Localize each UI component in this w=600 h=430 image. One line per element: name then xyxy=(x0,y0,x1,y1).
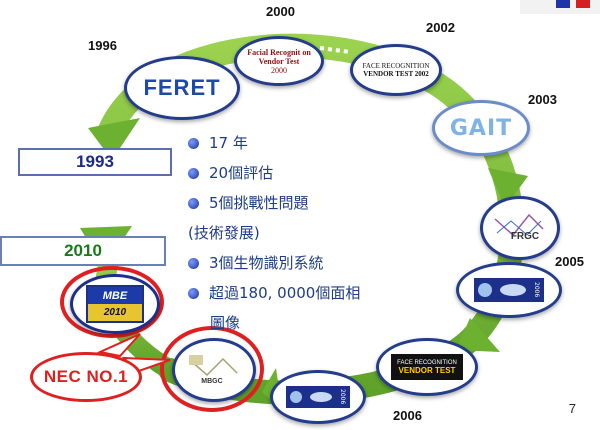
corner-red-block xyxy=(576,0,590,8)
milestone-frgc: FRGC xyxy=(480,196,560,260)
gait-label: GAIT xyxy=(449,115,513,141)
ring-dash xyxy=(319,46,351,54)
bullet-text: 5個挑戰性問題 xyxy=(209,194,309,212)
bullet-icon xyxy=(188,287,199,299)
frvt2006-line2: VENDOR TEST xyxy=(398,365,456,375)
ice2006-banner: 2006 xyxy=(286,386,350,408)
frvt2002-line2: VENDOR TEST 2002 xyxy=(363,70,429,78)
mbe-line1: MBE xyxy=(88,287,142,304)
mbe-badge: MBE 2010 xyxy=(86,285,144,323)
arrowhead-feret xyxy=(88,118,140,160)
frgc-label: FRGC xyxy=(510,230,540,242)
milestone-mbgc: MBGC xyxy=(172,338,256,402)
year-2006: 2006 xyxy=(393,408,422,423)
milestone-ice2006-bottom: 2006 xyxy=(270,370,366,424)
mbgc-graphic xyxy=(189,355,238,377)
year-1996: 1996 xyxy=(88,38,117,53)
mbe-highlight-ring xyxy=(60,266,164,338)
bullet-challenges: 5個挑戰性問題 xyxy=(188,188,418,218)
bullet-years: 17 年 xyxy=(188,128,418,158)
mbgc-highlight-ring xyxy=(160,326,264,412)
frvt2000-line1: Facial Recognit on xyxy=(247,47,311,57)
iris-icon xyxy=(499,284,526,296)
milestone-frvt2000: Facial Recognit on Vendor Test 2000 xyxy=(234,36,324,86)
bullet-text: 20個評估 xyxy=(209,164,274,182)
nec-callout: NEC NO.1 xyxy=(30,352,142,402)
frgc-graphic xyxy=(494,213,544,237)
frvt2006-line1: FACE RECOGNITION xyxy=(397,359,457,366)
nec-callout-text: NEC NO.1 xyxy=(43,367,129,386)
year-2003: 2003 xyxy=(528,92,557,107)
bullet-icon xyxy=(188,197,199,209)
bullet-subtext: (技術發展) xyxy=(188,224,260,242)
year-2000: 2000 xyxy=(266,4,295,19)
bullet-text: 超過180, 0000個面相 xyxy=(209,284,361,302)
frvt2000-line2: Vendor Test xyxy=(258,56,300,66)
corner-blue-block xyxy=(556,0,570,8)
bullet-images: 超過180, 0000個面相 xyxy=(188,278,418,308)
box-1993: 1993 xyxy=(18,148,172,176)
ice-side-label: 2006 xyxy=(533,282,540,298)
iris-icon xyxy=(309,392,332,402)
box-2010: 2010 xyxy=(0,236,166,266)
summary-list: 17 年 20個評估 5個挑戰性問題 (技術發展) 3個生物識別系統 超過180… xyxy=(188,128,418,338)
frvt2002-line1: FACE RECOGNITION xyxy=(362,62,430,70)
bullet-systems: 3個生物識別系統 xyxy=(188,248,418,278)
eye-icon xyxy=(290,391,302,403)
page-number: 7 xyxy=(568,401,576,416)
mbgc-label: MBGC xyxy=(201,377,223,385)
arrowhead-gait xyxy=(488,168,528,208)
bullet-subtext: 圖像 xyxy=(210,314,241,332)
milestone-mbe-2010: MBE 2010 xyxy=(70,274,160,334)
top-corner-bar xyxy=(520,0,600,14)
milestone-ice-2006: 2006 xyxy=(456,262,562,318)
bullet-icon xyxy=(188,257,199,269)
ice2006-side-label: 2006 xyxy=(339,389,346,405)
ice-banner: 2006 xyxy=(474,278,544,302)
bullet-icon xyxy=(188,167,199,179)
milestone-gait: GAIT xyxy=(432,100,530,156)
arrowhead-2005 xyxy=(456,318,500,352)
frvt2006-banner: FACE RECOGNITION VENDOR TEST xyxy=(391,354,463,380)
milestone-frvt2006: FACE RECOGNITION VENDOR TEST xyxy=(376,338,478,396)
bullet-images-sub: 圖像 xyxy=(188,308,418,338)
frvt2000-line3: 2000 xyxy=(271,65,287,75)
year-2002: 2002 xyxy=(426,20,455,35)
milestone-frvt2002: FACE RECOGNITION VENDOR TEST 2002 xyxy=(350,44,442,96)
feret-label: FERET xyxy=(143,75,221,100)
bullet-evaluations: 20個評估 xyxy=(188,158,418,188)
mbe-line2: 2010 xyxy=(88,304,142,321)
eye-icon xyxy=(478,283,492,297)
bullet-text: 3個生物識別系統 xyxy=(209,254,324,272)
bullet-challenges-sub: (技術發展) xyxy=(188,218,418,248)
milestone-feret: FERET xyxy=(124,56,240,120)
year-2005: 2005 xyxy=(555,254,584,269)
bullet-text: 17 年 xyxy=(209,134,248,152)
bullet-icon xyxy=(188,137,199,149)
